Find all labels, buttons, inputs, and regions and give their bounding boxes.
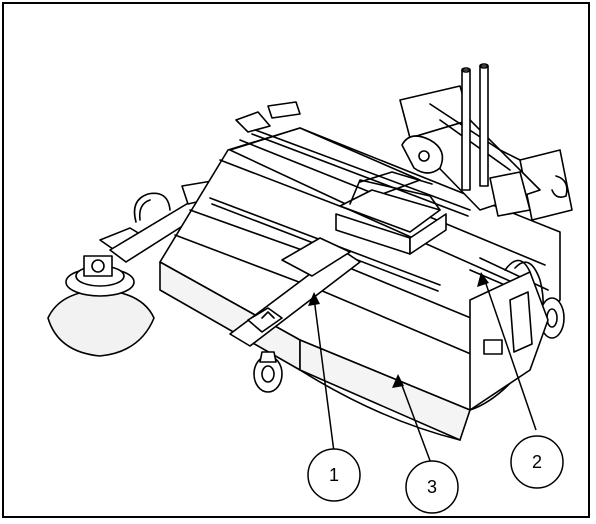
mounting-frame [399,85,573,221]
leader-line-2 [483,277,537,431]
arrowhead-1 [308,292,320,306]
arrowhead-3 [392,374,404,388]
sweeper-body [159,127,561,441]
front-caster-wheel [253,351,283,393]
leader-line-3 [399,379,433,467]
callout-2: 2 [510,435,564,489]
callout-1: 1 [307,448,361,502]
side-brush [47,255,155,357]
leader-lines [313,277,537,467]
callout-1-label: 1 [329,465,339,485]
center-carriage [335,171,447,255]
end-plate [469,271,549,411]
callout-2-label: 2 [532,452,542,472]
callout-3: 3 [405,460,459,514]
lift-rods [461,63,489,191]
callout-3-label: 3 [427,477,437,497]
tow-bar [229,237,361,347]
leader-line-1 [313,297,335,453]
arrowhead-2 [477,272,489,287]
